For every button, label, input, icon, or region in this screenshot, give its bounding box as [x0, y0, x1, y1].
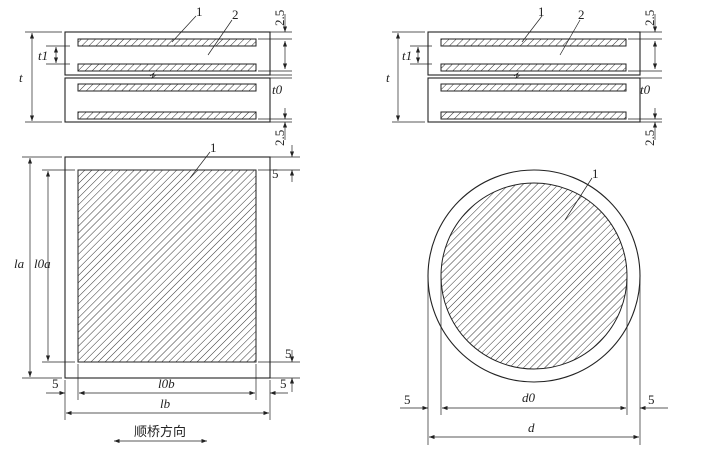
steel-plate: [77, 111, 257, 120]
break-mark: [149, 71, 157, 80]
label-1: 1: [592, 166, 599, 181]
dim-t: t: [19, 70, 23, 85]
dim-l0b: l0b: [158, 376, 175, 391]
label-1: 1: [196, 4, 203, 19]
steel-plate-plan: [77, 169, 257, 363]
label-2: 2: [232, 7, 239, 22]
dim-5: 5: [285, 346, 292, 361]
dim-5: 5: [280, 376, 287, 391]
dim-t1: t1: [402, 48, 412, 63]
circle-plan-view: 1 d0 d 5 5: [400, 166, 668, 445]
lower-layer: [64, 77, 271, 123]
dim-5: 5: [648, 392, 655, 407]
dim-2-5-bottom: 2.5: [272, 130, 287, 146]
label-1: 1: [538, 4, 545, 19]
steel-plate: [77, 38, 257, 47]
dim-la: la: [14, 256, 25, 271]
dim-5: 5: [52, 376, 59, 391]
dim-lb: lb: [160, 396, 171, 411]
dim-2-5-top: 2.5: [642, 10, 657, 26]
dim-2-5-top: 2.5: [272, 10, 287, 26]
dim-d: d: [528, 420, 535, 435]
steel-plate-plan: [440, 182, 628, 370]
label-1: 1: [210, 140, 217, 155]
dim-t0: t0: [272, 82, 283, 97]
dim-5: 5: [272, 166, 279, 181]
rubber-outline: [64, 156, 271, 379]
bridge-direction-label: 顺桥方向: [134, 424, 186, 440]
dim-t1: t1: [38, 48, 48, 63]
dim-2-5-bottom: 2.5: [642, 130, 657, 146]
dim-t0: t0: [640, 82, 651, 97]
rect-section-view: 1 2 t t1 2.5 t0 2.5: [19, 4, 292, 146]
dim-l0a: l0a: [34, 256, 51, 271]
label-2: 2: [578, 7, 585, 22]
rect-plan-view: 1 la l0a 5 5 l0b lb 5 5 顺桥方向: [14, 140, 300, 444]
steel-plate: [77, 83, 257, 92]
dim-d0: d0: [522, 390, 536, 405]
steel-plate: [77, 63, 257, 72]
circle-section-view: 1 2 t t1 2.5 t0 2.5: [386, 4, 662, 146]
dim-5: 5: [404, 392, 411, 407]
upper-layer: [64, 31, 271, 76]
dim-t: t: [386, 70, 390, 85]
